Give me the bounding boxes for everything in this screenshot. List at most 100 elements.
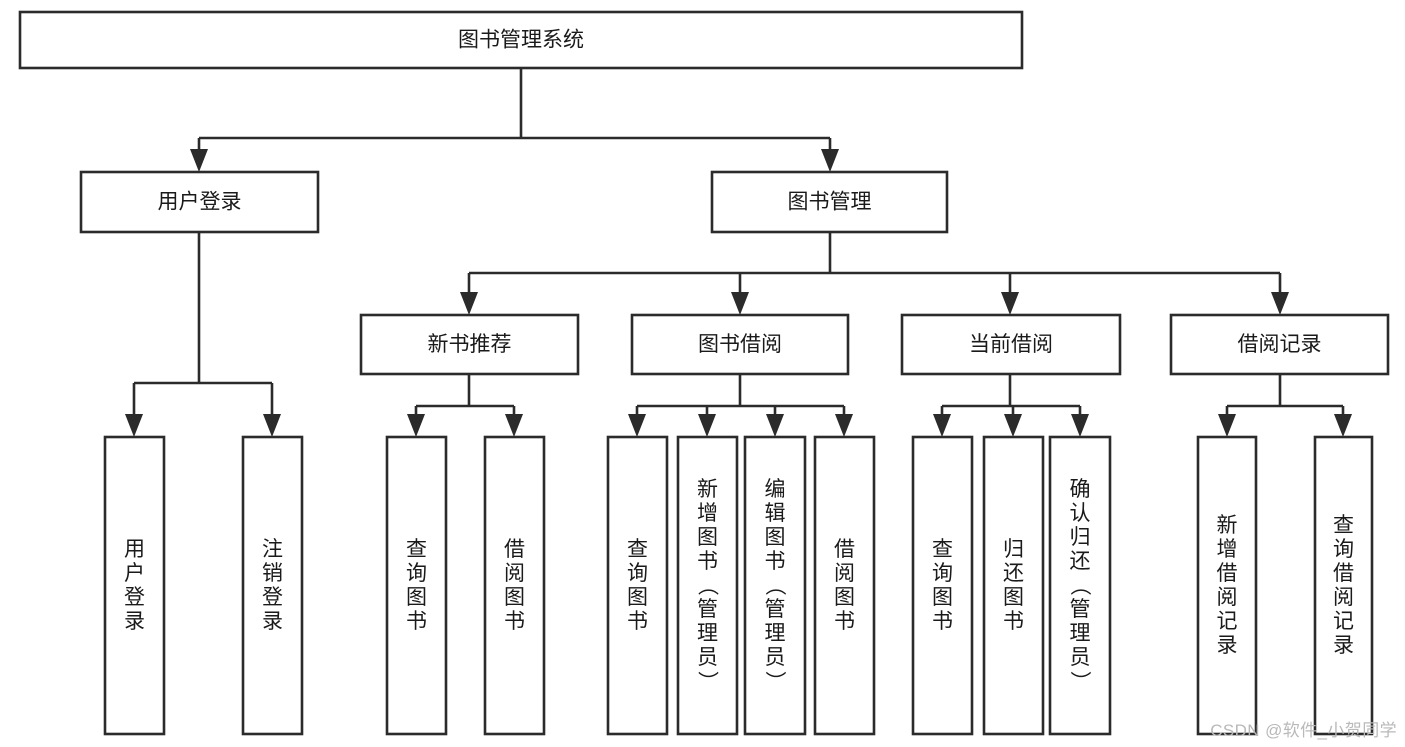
node-box[interactable] xyxy=(1313,435,1374,736)
node-label: 借阅记录 xyxy=(1238,333,1322,356)
node-label-char: 书 xyxy=(627,610,648,633)
arrow-head-icon xyxy=(933,414,951,437)
node-label-char: 归 xyxy=(1070,526,1091,549)
node-label-char: 查 xyxy=(627,538,648,561)
node-label-char: 图 xyxy=(627,586,648,609)
node-label-char: 借 xyxy=(834,538,855,561)
node-label-char: 录 xyxy=(1217,634,1238,657)
node-label-char: 理 xyxy=(765,622,786,645)
node-box[interactable] xyxy=(483,435,546,736)
node-label-char: 认 xyxy=(1070,502,1091,525)
node-label-char: 图 xyxy=(834,586,855,609)
node-label-char: 登 xyxy=(124,586,145,609)
node-box[interactable] xyxy=(79,170,320,234)
node-label-char: 确 xyxy=(1070,478,1091,501)
node-label-char: 图 xyxy=(932,586,953,609)
node-box[interactable] xyxy=(103,435,166,736)
node-box[interactable] xyxy=(606,435,669,736)
node-label-char: 录 xyxy=(262,610,283,633)
arrow-head-icon xyxy=(407,414,425,437)
node-book-borrow[interactable]: 图书借阅 xyxy=(630,313,850,376)
node-label-char: 注 xyxy=(262,538,283,561)
node-box[interactable] xyxy=(710,170,949,234)
node-box[interactable] xyxy=(676,435,739,736)
node-label-char: 员 xyxy=(1070,646,1091,669)
node-label-char: 还 xyxy=(1003,562,1024,585)
node-label: 新书推荐 xyxy=(428,333,512,356)
node-current-borrow[interactable]: 当前借阅 xyxy=(900,313,1122,376)
node-box[interactable] xyxy=(982,435,1045,736)
node-user-login[interactable]: 用户登录 xyxy=(79,170,320,234)
node-box[interactable] xyxy=(241,435,304,736)
node-label-char: 图 xyxy=(1003,586,1024,609)
node-label-char: 还 xyxy=(1070,550,1091,573)
node-box[interactable] xyxy=(743,435,807,736)
node-new-book-recommend[interactable]: 新书推荐 xyxy=(359,313,580,376)
node-box[interactable] xyxy=(359,313,580,376)
node-box[interactable] xyxy=(900,313,1122,376)
node-label-char: 归 xyxy=(1003,538,1024,561)
arrow-head-icon xyxy=(628,414,646,437)
node-box[interactable] xyxy=(1196,435,1258,736)
node-root[interactable]: 图书管理系统 xyxy=(18,10,1024,70)
node-label-char: ） xyxy=(696,671,719,692)
node-label-char: （ xyxy=(763,575,786,596)
node-label-char: 员 xyxy=(697,646,718,669)
node-label-char: 图 xyxy=(765,526,786,549)
node-label-char: 用 xyxy=(124,538,145,561)
arrow-head-icon xyxy=(1001,292,1019,315)
node-borrow-record[interactable]: 借阅记录 xyxy=(1169,313,1390,376)
arrow-head-icon xyxy=(821,149,839,172)
node-box[interactable] xyxy=(385,435,448,736)
node-label-char: 图 xyxy=(504,586,525,609)
node-label-char: 阅 xyxy=(1217,586,1238,609)
arrow-head-icon xyxy=(698,414,716,437)
node-box[interactable] xyxy=(1169,313,1390,376)
node-label-char: 书 xyxy=(1003,610,1024,633)
arrow-head-icon xyxy=(125,414,143,437)
arrow-head-icon xyxy=(190,149,208,172)
node-label-char: （ xyxy=(1068,575,1091,596)
arrow-head-icon xyxy=(263,414,281,437)
node-box[interactable] xyxy=(911,435,974,736)
node-label-char: 辑 xyxy=(765,502,786,525)
node-label-char: 书 xyxy=(834,610,855,633)
leaf-leaf-user-login[interactable]: 用户登录 xyxy=(103,435,166,736)
node-label-char: 新 xyxy=(697,478,718,501)
arrow-head-icon xyxy=(1004,414,1022,437)
connector-layer xyxy=(125,68,1352,437)
node-label-char: 阅 xyxy=(1333,586,1354,609)
node-box[interactable] xyxy=(813,435,876,736)
csdn-watermark: CSDN @软件_小贺同学 xyxy=(1210,721,1397,740)
node-label-char: 书 xyxy=(932,610,953,633)
node-box[interactable] xyxy=(18,10,1024,70)
node-book-manage[interactable]: 图书管理 xyxy=(710,170,949,234)
node-label-char: 阅 xyxy=(504,562,525,585)
node-label-char: 图 xyxy=(697,526,718,549)
node-label-char: 书 xyxy=(504,610,525,633)
node-label-char: 借 xyxy=(504,538,525,561)
node-label-char: 管 xyxy=(697,598,718,621)
node-label-char: 户 xyxy=(124,562,145,585)
node-layer: 图书管理系统用户登录图书管理新书推荐图书借阅当前借阅借阅记录用户登录注销登录查询… xyxy=(18,10,1390,736)
arrow-head-icon xyxy=(1334,414,1352,437)
node-box[interactable] xyxy=(630,313,850,376)
node-label-char: 记 xyxy=(1217,610,1238,633)
node-label-char: 询 xyxy=(932,562,953,585)
node-label-char: 询 xyxy=(627,562,648,585)
node-box[interactable] xyxy=(1048,435,1112,736)
